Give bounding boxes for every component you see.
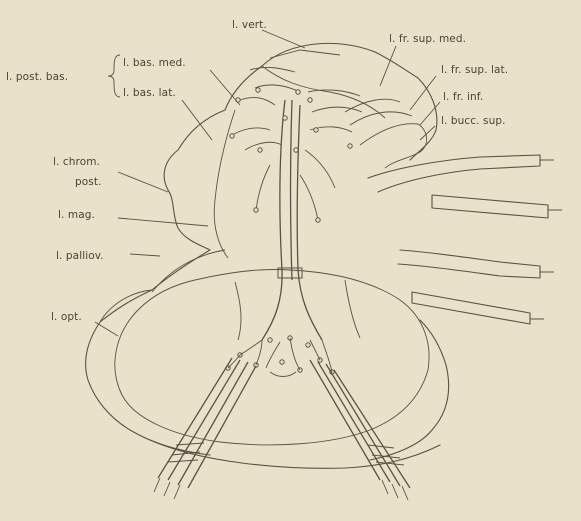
- leader-palliov: [130, 254, 160, 256]
- leader-chrom-post: [118, 172, 168, 192]
- label-vert: l. vert.: [232, 19, 267, 31]
- label-fr-sup-lat: l. fr. sup. lat.: [441, 64, 508, 76]
- arm-tube-1: [368, 155, 540, 192]
- label-bucc-sup: l. bucc. sup.: [441, 115, 506, 127]
- leader-bas-lat: [182, 100, 212, 140]
- arm-tube-ticks: [530, 160, 562, 319]
- label-bas-lat: l. bas. lat.: [123, 87, 176, 99]
- leader-vert: [262, 30, 305, 48]
- label-fr-sup-med: l. fr. sup. med.: [389, 33, 466, 45]
- label-fr-inf: l. fr. inf.: [443, 91, 483, 103]
- optic-nerve-left: [158, 358, 256, 488]
- arm-tube-3: [398, 250, 540, 278]
- opt-inner-line: [100, 290, 152, 322]
- arm-tube-2: [432, 195, 548, 218]
- label-mag: l. mag.: [58, 209, 95, 221]
- leader-mag: [118, 218, 208, 226]
- nerve-endings: [226, 88, 352, 374]
- outer-outline-right: [370, 320, 449, 460]
- buccal-lobe: [360, 124, 427, 168]
- central-trunk-mid: [291, 100, 293, 280]
- inner-optic-outline: [115, 269, 429, 444]
- label-bas-med: l. bas. med.: [123, 57, 186, 69]
- label-post-bas: l. post. bas.: [6, 71, 68, 83]
- outer-outline: [86, 43, 437, 455]
- inner-optic-cap: [235, 280, 360, 340]
- leader-fr-sup-med: [380, 46, 396, 86]
- label-chrom-post: post.: [75, 176, 102, 188]
- leader-fr-sup-lat: [410, 76, 436, 110]
- arm-tube-4: [412, 292, 530, 324]
- label-opt: l. opt.: [51, 311, 82, 323]
- central-trunk-left: [262, 100, 285, 340]
- post-bas-bracket: [108, 55, 120, 97]
- leader-bas-med: [210, 70, 240, 105]
- basal-lobe-line: [262, 66, 385, 118]
- magnocellular-line: [214, 110, 235, 258]
- leader-opt: [95, 322, 118, 336]
- label-chrom: l. chrom.: [53, 156, 100, 168]
- palliovisceral-line: [152, 250, 225, 292]
- label-palliov: l. palliov.: [56, 250, 104, 262]
